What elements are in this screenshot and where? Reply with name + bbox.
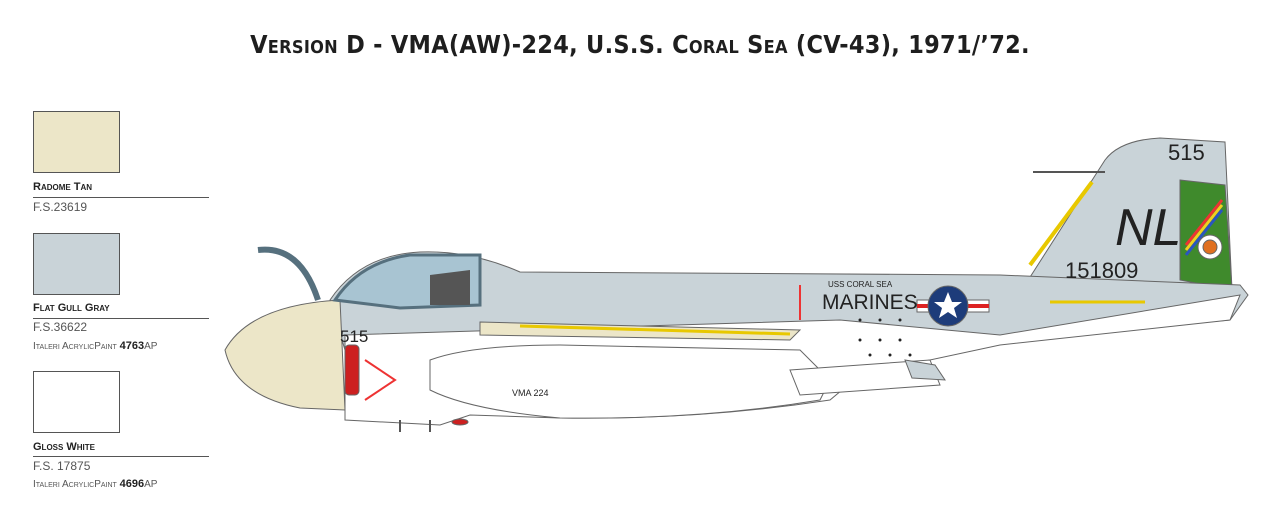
acrylic-paint: Italeri AcrylicPaint 4763AP bbox=[33, 340, 157, 352]
divider bbox=[33, 318, 209, 319]
tail-code: NL bbox=[1115, 199, 1181, 257]
acrylic-code: 4696 bbox=[119, 478, 145, 490]
divider bbox=[33, 197, 209, 198]
color-swatch-radome-tan bbox=[33, 111, 120, 173]
acrylic-paint: Italeri AcrylicPaint 4696AP bbox=[33, 478, 157, 490]
tail-modex: 515 bbox=[1168, 140, 1205, 165]
rudder-green bbox=[1179, 179, 1233, 291]
acrylic-code: 4763 bbox=[119, 340, 145, 352]
acrylic-suffix: AP bbox=[144, 341, 158, 352]
acrylic-label: Italeri AcrylicPaint bbox=[33, 479, 117, 490]
fs-code: F.S. 17875 bbox=[33, 459, 91, 473]
nose-modex: 515 bbox=[340, 327, 368, 346]
color-name: Radome Tan bbox=[33, 181, 93, 193]
color-swatch-flat-gull-gray bbox=[33, 233, 120, 295]
refuel-probe bbox=[257, 246, 321, 301]
service-title: MARINES bbox=[822, 291, 918, 314]
fs-code: F.S.23619 bbox=[33, 200, 88, 214]
color-name: Gloss White bbox=[33, 441, 95, 453]
ship-name: USS CORAL SEA bbox=[828, 280, 893, 289]
squadron-name: VMA 224 bbox=[512, 388, 549, 398]
fs-code: F.S.36622 bbox=[33, 320, 88, 334]
divider bbox=[33, 456, 209, 457]
national-insignia bbox=[916, 285, 990, 327]
acrylic-label: Italeri AcrylicPaint bbox=[33, 341, 117, 352]
radome bbox=[224, 299, 346, 411]
color-name: Flat Gull Gray bbox=[33, 302, 110, 314]
bureau-number: 151809 bbox=[1065, 258, 1138, 283]
color-swatch-gloss-white bbox=[33, 371, 120, 433]
acrylic-suffix: AP bbox=[144, 479, 158, 490]
page-title: Version D - VMA(AW)-224, U.S.S. Coral Se… bbox=[250, 30, 1030, 59]
